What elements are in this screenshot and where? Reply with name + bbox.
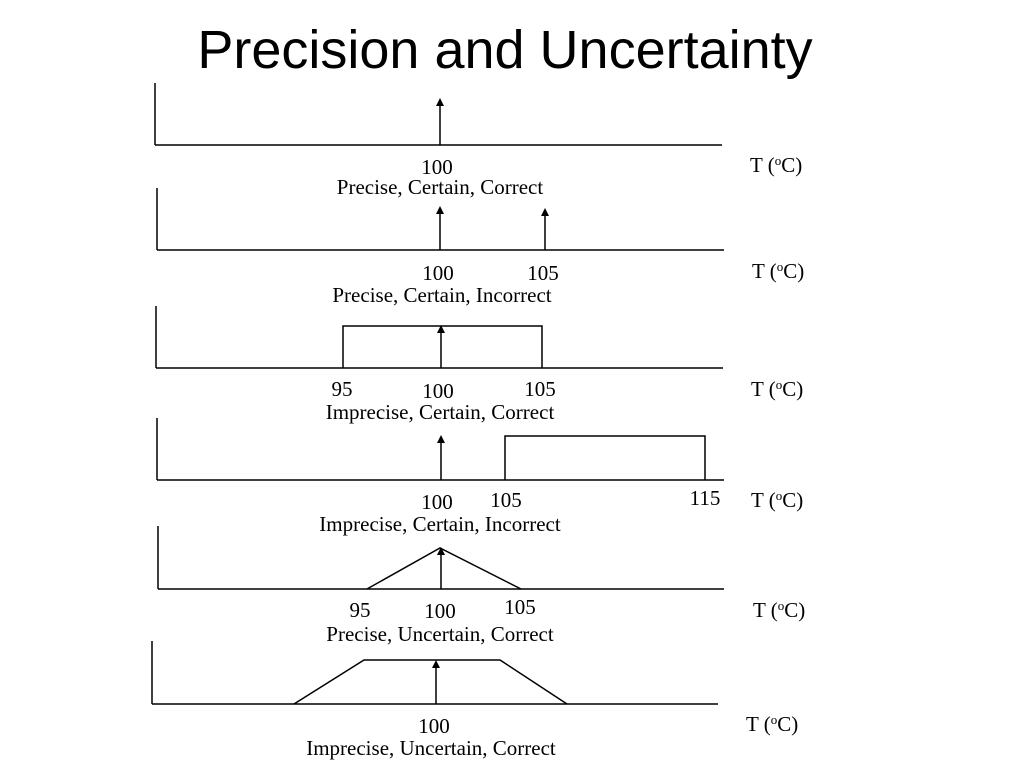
triangle-distribution <box>366 547 522 590</box>
tick-label: 100 <box>418 714 450 738</box>
panel-precise-uncertain-correct: 95 100 105 Precise, Uncertain, Correct T… <box>157 526 805 646</box>
tick-label: 105 <box>527 261 559 285</box>
tick-label: 100 <box>422 379 454 403</box>
tick-label: 105 <box>524 377 556 401</box>
panel-imprecise-uncertain-correct: 100 Imprecise, Uncertain, Correct T (oC) <box>151 641 798 760</box>
trapezoid-distribution <box>293 659 568 705</box>
axis-unit-label: T (oC) <box>746 712 798 736</box>
tick-label: 105 <box>490 488 522 512</box>
panel-caption: Imprecise, Certain, Incorrect <box>319 512 561 536</box>
tick-label: 100 <box>421 490 453 514</box>
tick-label: 105 <box>504 595 536 619</box>
arrowhead-icon <box>432 660 440 668</box>
panel-caption: Precise, Certain, Incorrect <box>332 283 551 307</box>
interval-box <box>342 325 543 368</box>
arrowhead-icon <box>436 206 444 214</box>
axis-unit-label: T (oC) <box>753 598 805 622</box>
interval-box <box>504 435 706 480</box>
arrowhead-icon <box>437 435 445 443</box>
panel-caption: Precise, Uncertain, Correct <box>326 622 554 646</box>
axis-unit-label: T (oC) <box>751 377 803 401</box>
tick-label: 100 <box>422 261 454 285</box>
tick-label: 95 <box>350 598 371 622</box>
tick-label: 115 <box>690 486 721 510</box>
panel-imprecise-certain-correct: 95 100 105 Imprecise, Certain, Correct T… <box>155 306 803 424</box>
panel-caption: Precise, Certain, Correct <box>337 175 544 199</box>
tick-label: 100 <box>424 599 456 623</box>
arrowhead-icon <box>437 547 445 555</box>
arrowhead-icon <box>436 98 444 106</box>
slide-title: Precision and Uncertainty <box>197 20 813 80</box>
axis-unit-label: T (oC) <box>752 259 804 283</box>
panel-caption: Imprecise, Certain, Correct <box>326 400 555 424</box>
panel-imprecise-certain-incorrect: 100 105 115 Imprecise, Certain, Incorrec… <box>156 418 803 536</box>
panel-caption: Imprecise, Uncertain, Correct <box>306 736 556 760</box>
panel-precise-certain-incorrect: 100 105 Precise, Certain, Incorrect T (o… <box>156 188 804 307</box>
arrowhead-icon <box>437 325 445 333</box>
axis-unit-label: T (oC) <box>750 153 802 177</box>
tick-label: 100 <box>421 155 453 179</box>
panel-precise-certain-correct: 100 Precise, Certain, Correct T (oC) <box>154 83 802 199</box>
axis-unit-label: T (oC) <box>751 488 803 512</box>
arrowhead-icon <box>541 208 549 216</box>
tick-label: 95 <box>332 377 353 401</box>
